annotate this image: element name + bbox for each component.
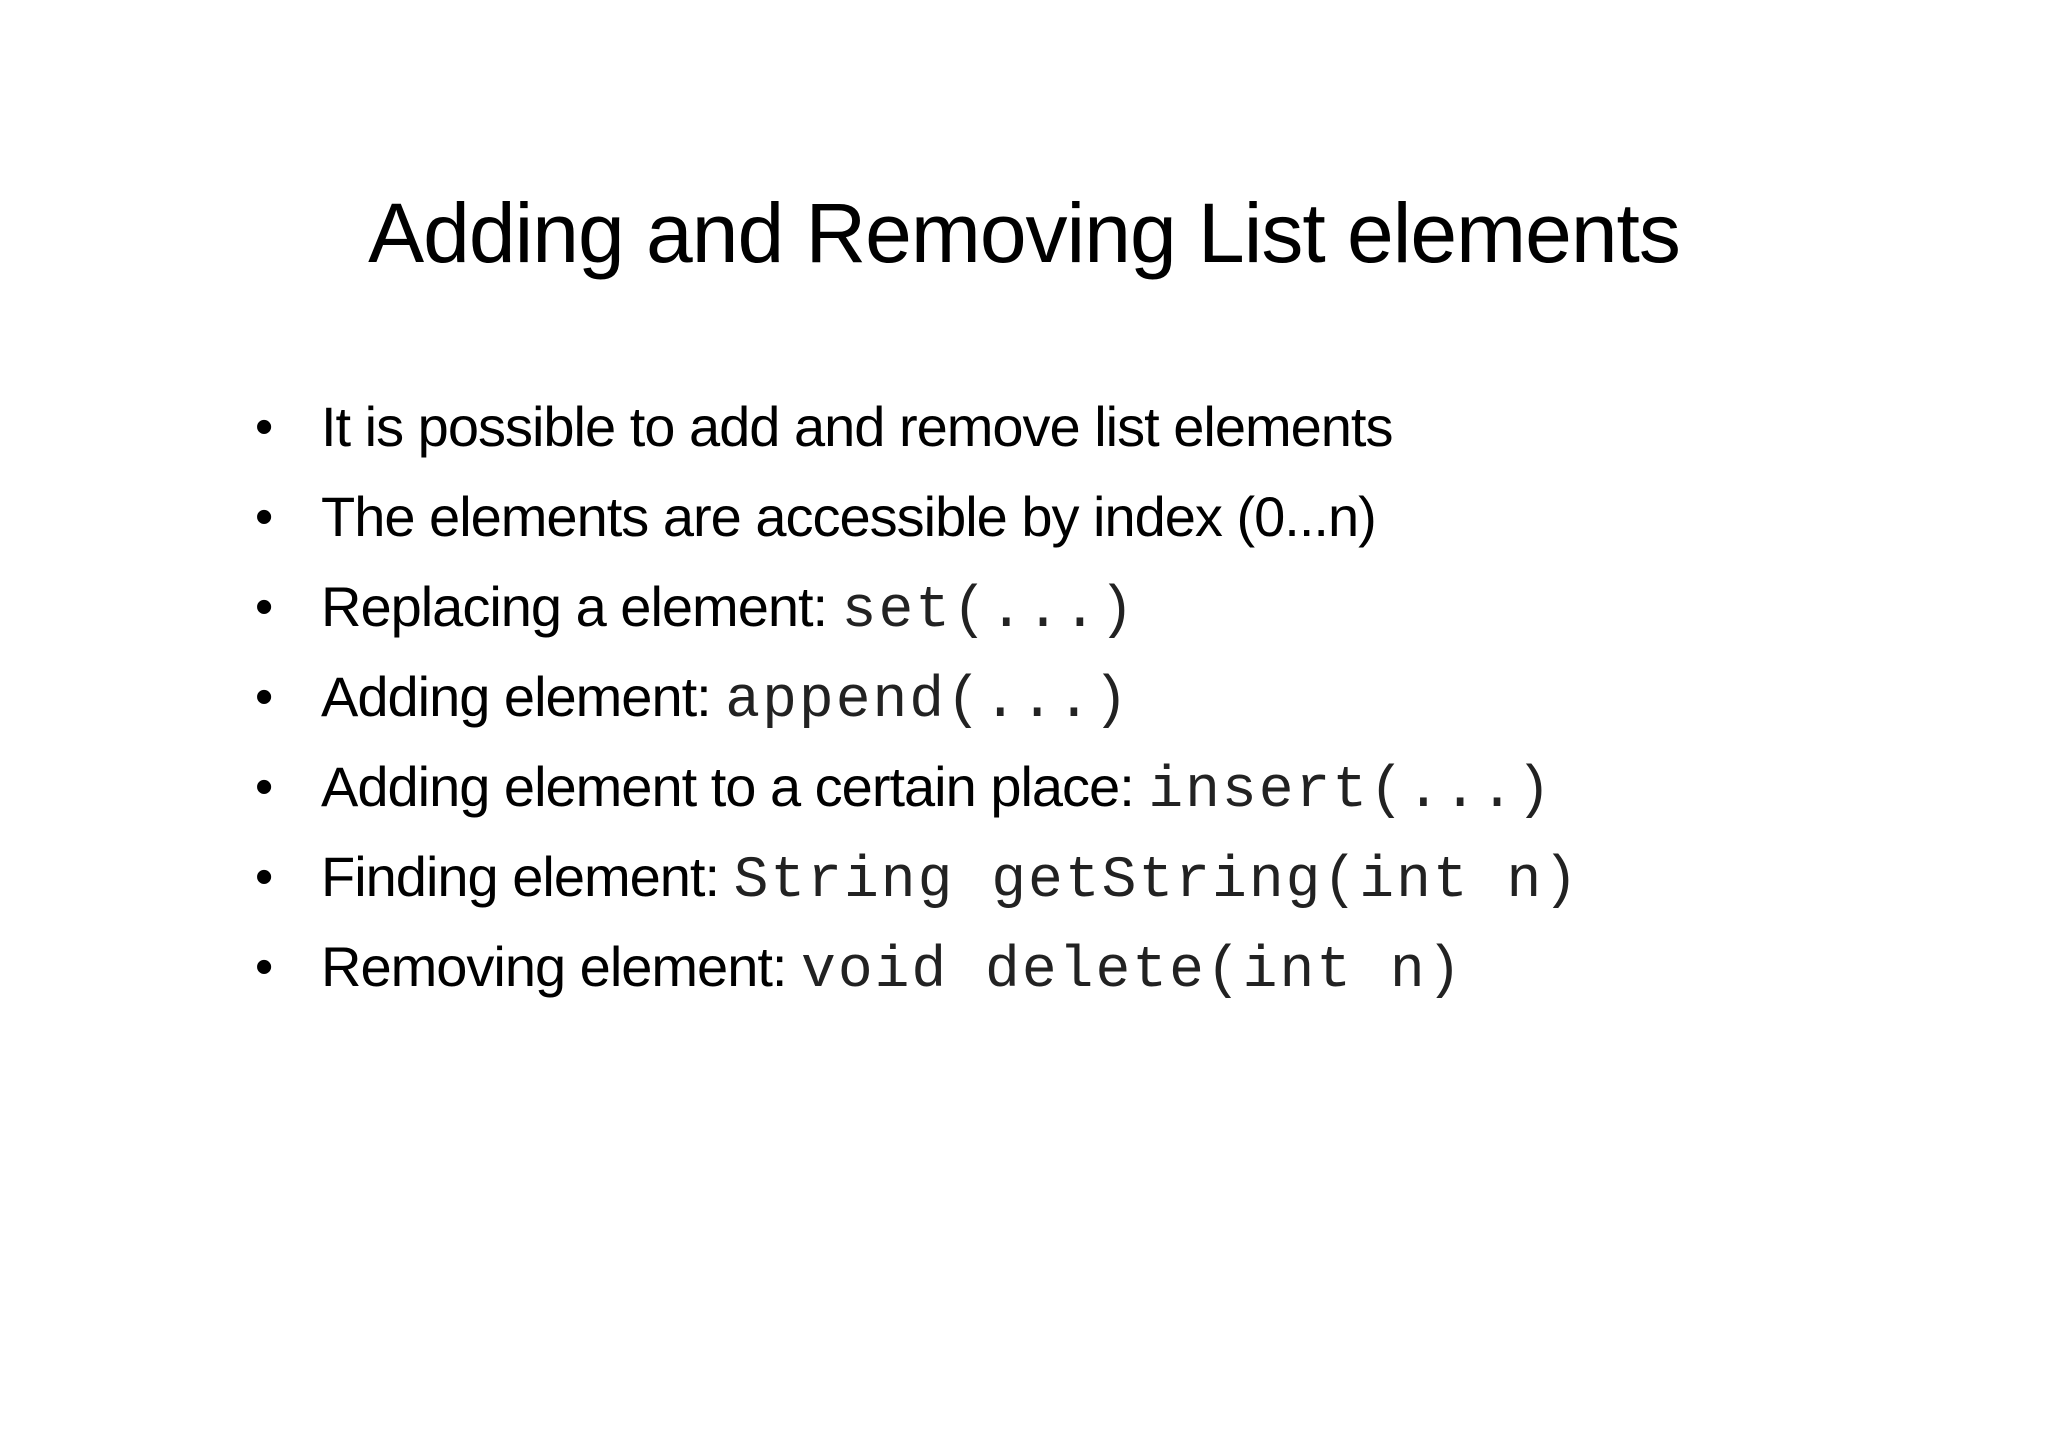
slide-title: Adding and Removing List elements [368, 186, 1681, 280]
bullet-text: Adding element: [321, 665, 726, 728]
bullet-text: Replacing a element: [321, 575, 842, 638]
bullet-code: void delete(int n) [801, 939, 1464, 1004]
bullet-text: Removing element: [321, 935, 802, 998]
bullet-item: • Adding element: append(...) [255, 652, 1580, 742]
bullet-item: • It is possible to add and remove list … [255, 382, 1580, 472]
bullet-text: Finding element: [321, 845, 734, 908]
bullet-item: • Replacing a element: set(...) [255, 562, 1580, 652]
bullet-icon: • [255, 758, 273, 816]
bullet-item: • The elements are accessible by index (… [255, 472, 1580, 562]
bullet-icon: • [255, 488, 273, 546]
bullet-code: String getString(int n) [733, 849, 1581, 914]
bullet-icon: • [255, 578, 273, 636]
bullet-code: set(...) [841, 579, 1137, 644]
bullet-icon: • [255, 938, 273, 996]
bullet-item: • Removing element: void delete(int n) [255, 922, 1580, 1012]
bullet-text: The elements are accessible by index (0.… [321, 485, 1377, 548]
bullet-item: • Finding element: String getString(int … [255, 832, 1580, 922]
bullet-text: Adding element to a certain place: [321, 755, 1149, 818]
bullet-code: append(...) [725, 669, 1131, 734]
bullet-icon: • [255, 398, 273, 456]
bullet-icon: • [255, 668, 273, 726]
bullet-code: insert(...) [1148, 759, 1554, 824]
bullet-icon: • [255, 848, 273, 906]
bullet-text: It is possible to add and remove list el… [321, 395, 1393, 458]
bullet-list: • It is possible to add and remove list … [255, 382, 1580, 1012]
bullet-item: • Adding element to a certain place: ins… [255, 742, 1580, 832]
